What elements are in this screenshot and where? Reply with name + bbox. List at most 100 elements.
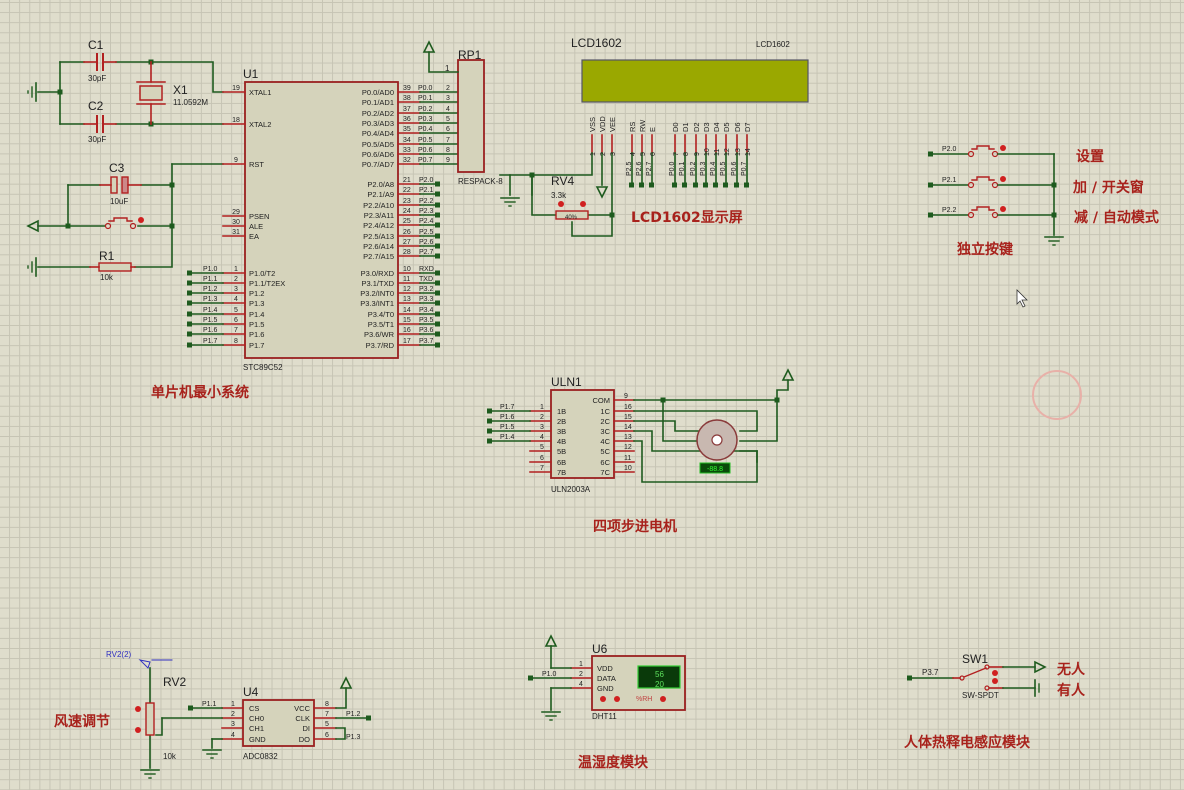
key-button-2[interactable] [967,211,975,219]
key-button-1[interactable] [967,181,975,189]
button-state-indicator[interactable] [138,217,144,223]
sw1-ref: SW1 [962,652,988,666]
mcu-pin-number: 16 [403,327,411,334]
net-label: P3.7 [419,338,434,345]
mcu-pin-number: 13 [403,296,411,303]
net-terminal [487,418,492,424]
adc-pin-name: DI [303,724,311,733]
key-button-2[interactable] [971,206,995,211]
key-button-0[interactable] [971,145,995,150]
adc-pin-name: DO [299,735,310,744]
mcu-pin-number: 10 [403,266,411,273]
adc-pin-name: CLK [295,714,310,723]
net-label: P2.7 [646,161,653,176]
mcu-pin-number: 29 [232,209,240,216]
mcu-pin-name: P0.4/AD4 [362,129,394,138]
button-state-indicator[interactable] [1000,145,1006,151]
rv4-potentiometer[interactable] [555,210,589,220]
mcu-pin-name: P3.1/TXD [361,279,394,288]
net-label: P2.2 [942,207,957,214]
r1-value: 10k [100,273,114,282]
rv2-increment[interactable] [135,706,141,712]
mcu-pin-number: 34 [403,137,411,144]
x1-crystal [139,85,163,101]
mcu-part: STC89C52 [243,363,283,372]
net-terminal [723,182,728,188]
key-label-plus: 加 / 开关窗 [1072,179,1144,196]
mcu-pin-number: 18 [232,117,240,124]
net-label: P2.6 [419,239,434,246]
dht-pin-number: 4 [579,681,583,688]
rv2-potentiometer[interactable] [145,702,155,736]
rp1-pin1: 1 [445,64,450,73]
lcd-pin-name: D0 [671,122,680,132]
net-label: P3.2 [419,286,434,293]
dht-button[interactable] [660,696,666,702]
mcu-pin-number: 28 [403,249,411,256]
annotation-motor: 四项步进电机 [593,518,677,535]
rp-pin-number: 3 [446,95,450,102]
mcu-pin-name: P1.7 [249,341,264,350]
power-terminal-icon [595,186,609,199]
net-terminal [693,182,698,188]
power-terminal-icon [26,219,39,233]
net-terminal [703,182,708,188]
sw1-toggle[interactable] [992,678,998,684]
lcd-pin-name: VEE [608,117,617,132]
net-terminal [528,675,533,681]
junction [169,182,175,188]
net-terminal [487,438,492,444]
key-button-1[interactable] [991,181,999,189]
motor-readout: -88.8 [707,466,723,473]
sw1-toggle[interactable] [992,670,998,676]
mcu-pin-number: 30 [232,219,240,226]
net-terminal [734,182,739,188]
key-button-2[interactable] [991,211,999,219]
rv4-position: 40% [565,215,578,221]
lcd-pin-number: 10 [704,148,711,156]
rp1-part: RESPACK-8 [458,177,503,186]
sw1-switch[interactable] [959,675,965,681]
net-label: P1.3 [346,734,361,741]
mcu-pin-name: P1.6 [249,330,264,339]
net-terminal [187,280,192,286]
mcu-pin-number: 15 [403,317,411,324]
reset-button[interactable] [108,217,133,222]
lcd-pin-number: 2 [600,152,607,156]
dht-button[interactable] [600,696,606,702]
wire [633,430,758,463]
button-state-indicator[interactable] [1000,206,1006,212]
rv2-value: 10k [163,752,177,761]
rv4-increment[interactable] [580,201,586,207]
sw1-switch[interactable] [963,667,987,678]
annotation-keys: 独立按键 [957,241,1014,258]
key-button-1[interactable] [971,176,995,181]
dht-button[interactable] [614,696,620,702]
key-button-0[interactable] [991,150,999,158]
x1-value: 11.0592M [173,98,208,107]
rv2-decrement[interactable] [135,727,141,733]
mcu-pin-number: 33 [403,147,411,154]
net-label: P0.1 [418,95,433,102]
adc-pin-name: CH1 [249,724,264,733]
rv4-decrement[interactable] [558,201,564,207]
mcu-pin-number: 7 [234,327,238,334]
net-terminal [366,715,371,721]
lcd-pin-name: VSS [588,117,597,132]
mcu-pin-name: P3.5/T1 [368,320,394,329]
mcu-pin-name: P3.7/RD [366,341,395,350]
dht-humidity: 56 [655,670,664,679]
key-button-0[interactable] [967,150,975,158]
reset-button[interactable] [129,222,137,230]
mcu-pin-name: P0.6/AD6 [362,150,394,159]
junction [169,223,175,229]
wire [571,152,613,237]
reset-button[interactable] [104,222,112,230]
button-state-indicator[interactable] [1000,176,1006,182]
mcu-pin-number: 26 [403,229,411,236]
mcu-pin-number: 35 [403,126,411,133]
voltage-probe-icon [138,659,151,669]
net-label: P0.0 [669,161,676,176]
click-highlight [1032,370,1082,420]
